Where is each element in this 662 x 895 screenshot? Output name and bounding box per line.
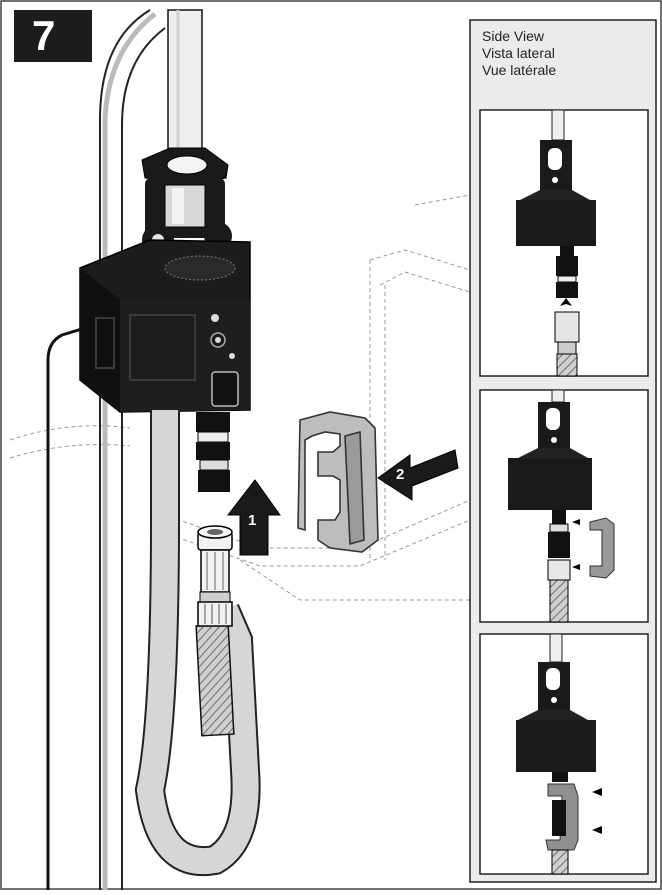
inset-2 — [479, 389, 649, 623]
side-view-title-es: Vista lateral — [482, 45, 555, 61]
arrow-1-icon — [226, 479, 281, 556]
hose-loop — [134, 410, 261, 877]
upper-wand-tube — [167, 9, 203, 161]
left-supply-line — [46, 323, 96, 890]
arrow-2-label: 2 — [396, 466, 405, 483]
inset-1 — [479, 109, 649, 377]
inset-3 — [479, 633, 649, 875]
control-box — [79, 239, 251, 413]
side-view-title-en: Side View — [482, 28, 545, 44]
arrow-2-icon — [377, 449, 459, 501]
retaining-clip — [297, 411, 379, 553]
arrow-1-label: 1 — [248, 512, 257, 529]
quick-connector — [196, 412, 230, 492]
braided-hose — [195, 623, 235, 737]
hose-fitting — [197, 525, 233, 627]
side-view-title-fr: Vue latérale — [482, 62, 557, 78]
faucet-pipe — [99, 9, 166, 890]
side-view-caption: Side View Vista lateral Vue latérale — [482, 28, 556, 79]
step-number-badge: 7 — [14, 10, 92, 62]
